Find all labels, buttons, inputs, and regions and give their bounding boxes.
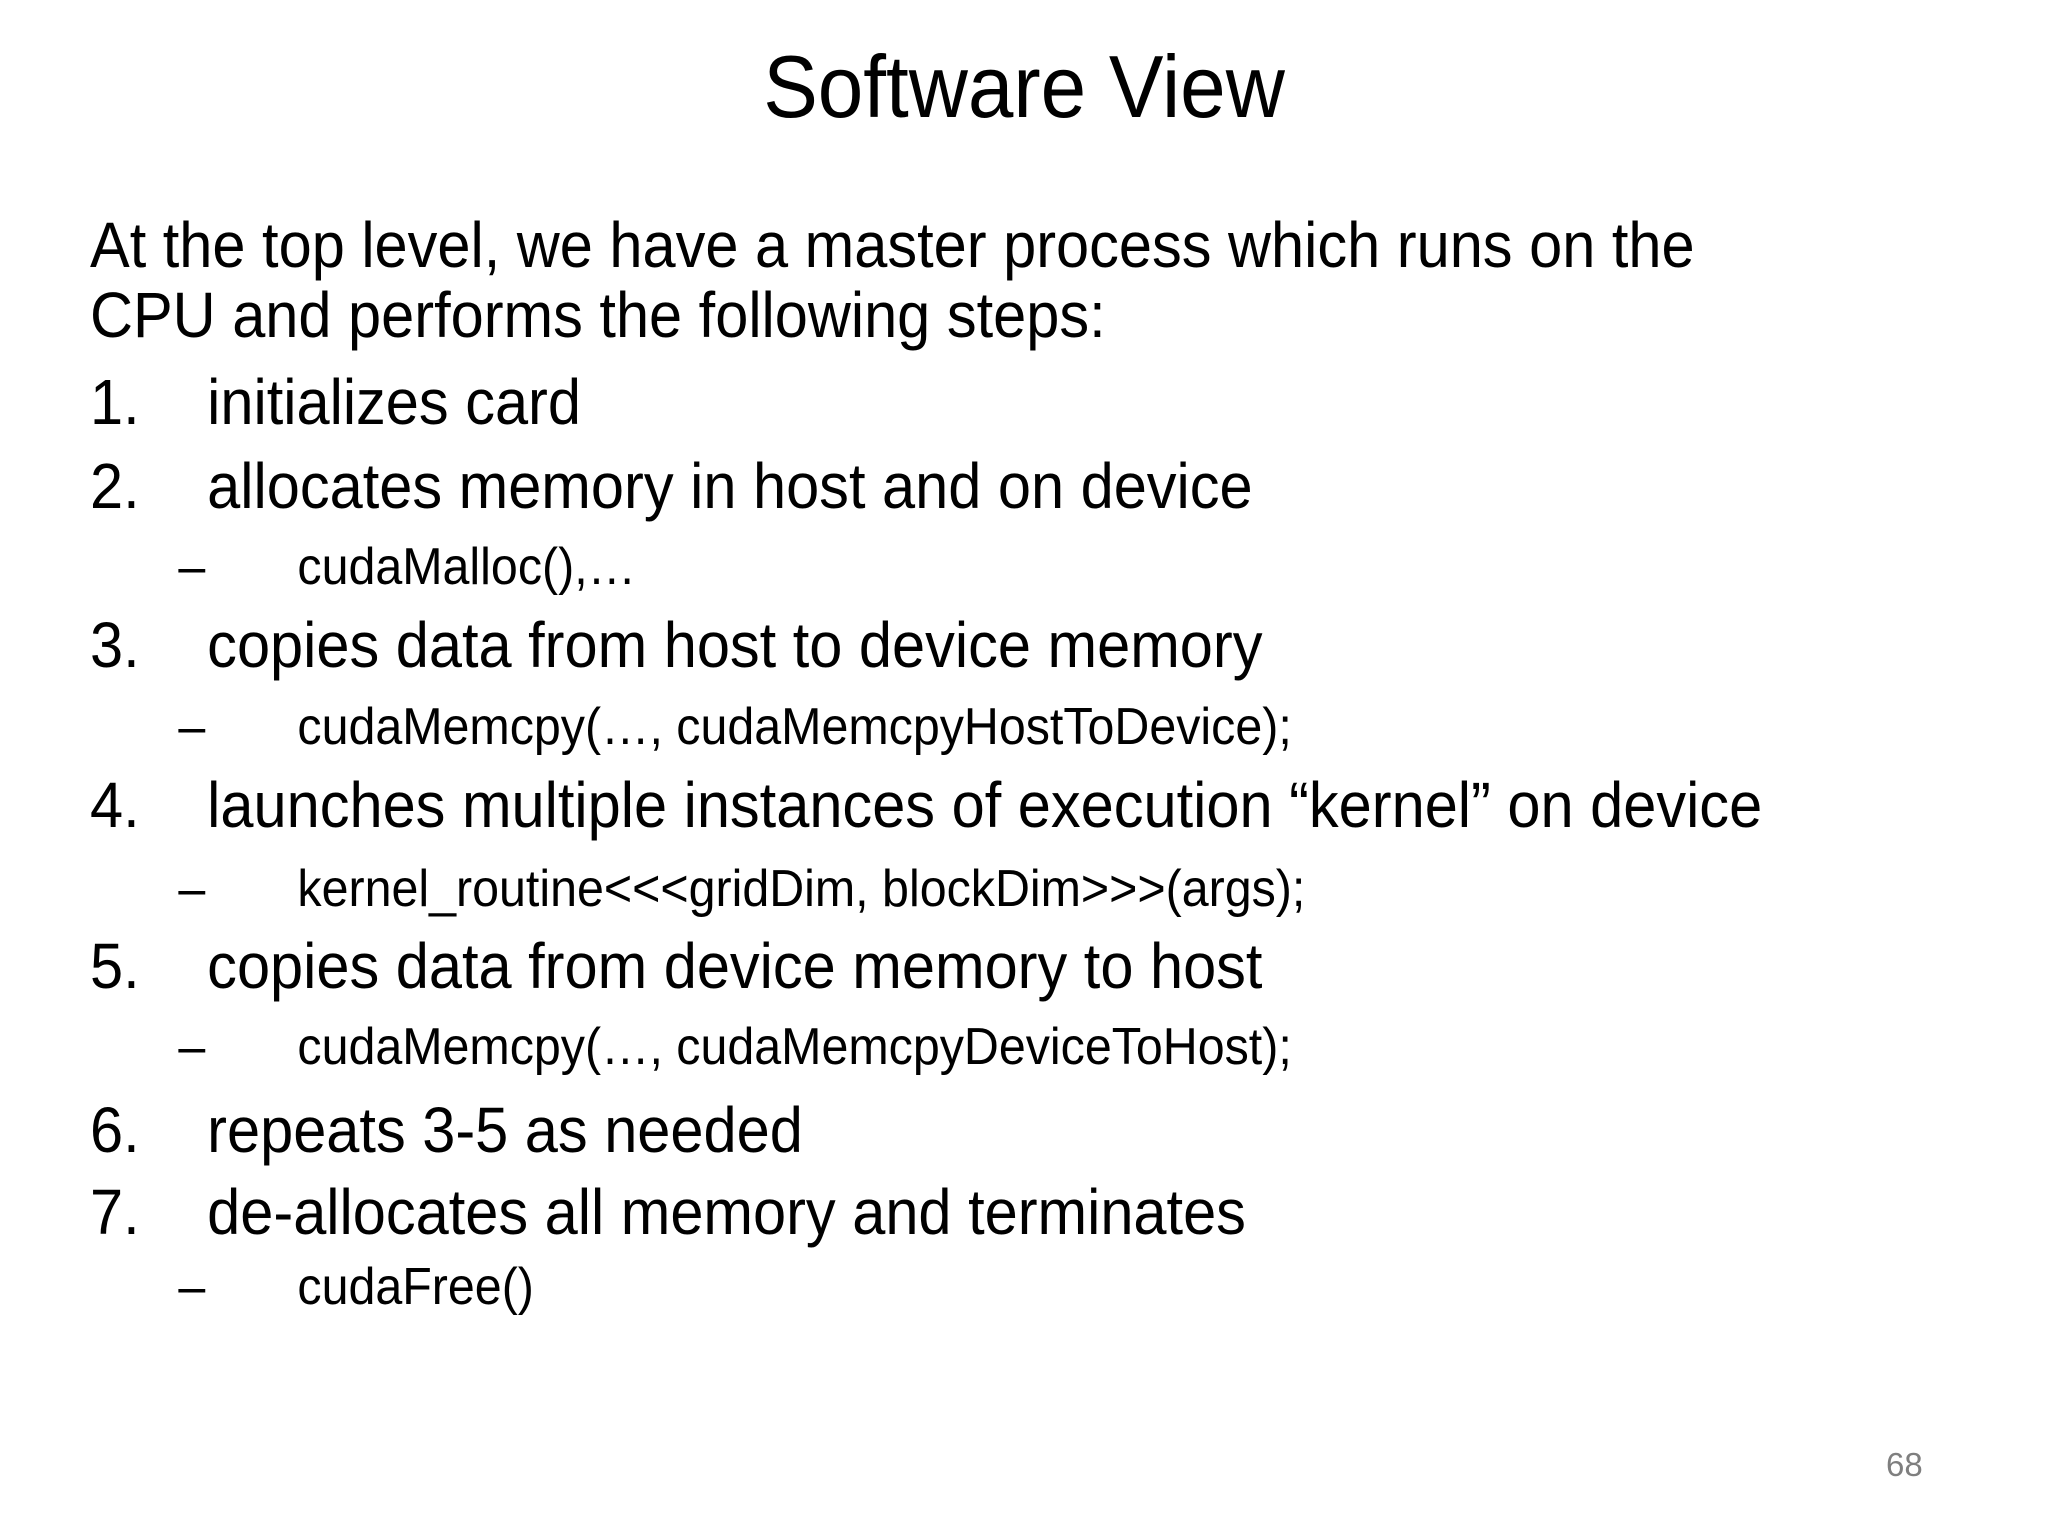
sub-text-memcpy-host-to-device: cudaMemcpy(…, cudaMemcpyHostToDevice);: [297, 698, 1292, 756]
step-number-3: 3.: [90, 609, 140, 681]
dash-bullet: –: [178, 1018, 206, 1076]
step-number-1: 1.: [90, 366, 140, 438]
dash-bullet: –: [178, 538, 206, 596]
step-text-3: copies data from host to device memory: [207, 609, 1263, 681]
step-number-6: 6.: [90, 1094, 140, 1166]
sub-bullet-cudafree: – cudaFree(): [90, 1259, 534, 1315]
step-text-4: launches multiple instances of execution…: [207, 769, 1763, 841]
intro-line-2: CPU and performs the following steps:: [90, 279, 1106, 351]
sub-bullet-memcpy-device-to-host: – cudaMemcpy(…, cudaMemcpyDeviceToHost);: [90, 1018, 1292, 1076]
sub-bullet-memcpy-host-to-device: – cudaMemcpy(…, cudaMemcpyHostToDevice);: [90, 698, 1292, 756]
sub-text-memcpy-device-to-host: cudaMemcpy(…, cudaMemcpyDeviceToHost);: [297, 1018, 1292, 1076]
sub-bullet-cudamalloc: – cudaMalloc(),…: [90, 539, 636, 595]
step-item-6: 6. repeats 3-5 as needed: [90, 1095, 803, 1165]
step-text-2: allocates memory in host and on device: [207, 450, 1253, 522]
sub-bullet-kernel-routine: – kernel_routine<<<gridDim, blockDim>>>(…: [90, 861, 1305, 917]
intro-paragraph: At the top level, we have a master proce…: [90, 210, 1695, 350]
sub-text-kernel-routine: kernel_routine<<<gridDim, blockDim>>>(ar…: [297, 860, 1306, 918]
sub-text-cudafree: cudaFree(): [297, 1258, 534, 1316]
step-item-3: 3. copies data from host to device memor…: [90, 610, 1262, 680]
page-number: 68: [1886, 1446, 1923, 1483]
step-text-7: de-allocates all memory and terminates: [207, 1176, 1246, 1248]
step-item-5: 5. copies data from device memory to hos…: [90, 931, 1262, 1001]
step-item-1: 1. initializes card: [90, 367, 581, 437]
step-text-5: copies data from device memory to host: [207, 930, 1263, 1002]
sub-text-cudamalloc: cudaMalloc(),…: [297, 538, 637, 596]
step-number-7: 7.: [90, 1176, 140, 1248]
step-text-1: initializes card: [207, 366, 581, 438]
slide-title: Software View: [763, 37, 1285, 136]
step-item-4: 4. launches multiple instances of execut…: [90, 770, 1762, 840]
step-text-6: repeats 3-5 as needed: [207, 1094, 803, 1166]
step-item-2: 2. allocates memory in host and on devic…: [90, 451, 1253, 521]
dash-bullet: –: [178, 1258, 206, 1316]
step-number-4: 4.: [90, 769, 140, 841]
step-item-7: 7. de-allocates all memory and terminate…: [90, 1177, 1246, 1247]
step-number-5: 5.: [90, 930, 140, 1002]
dash-bullet: –: [178, 698, 206, 756]
intro-line-1: At the top level, we have a master proce…: [90, 209, 1695, 281]
dash-bullet: –: [178, 860, 206, 918]
step-number-2: 2.: [90, 450, 140, 522]
